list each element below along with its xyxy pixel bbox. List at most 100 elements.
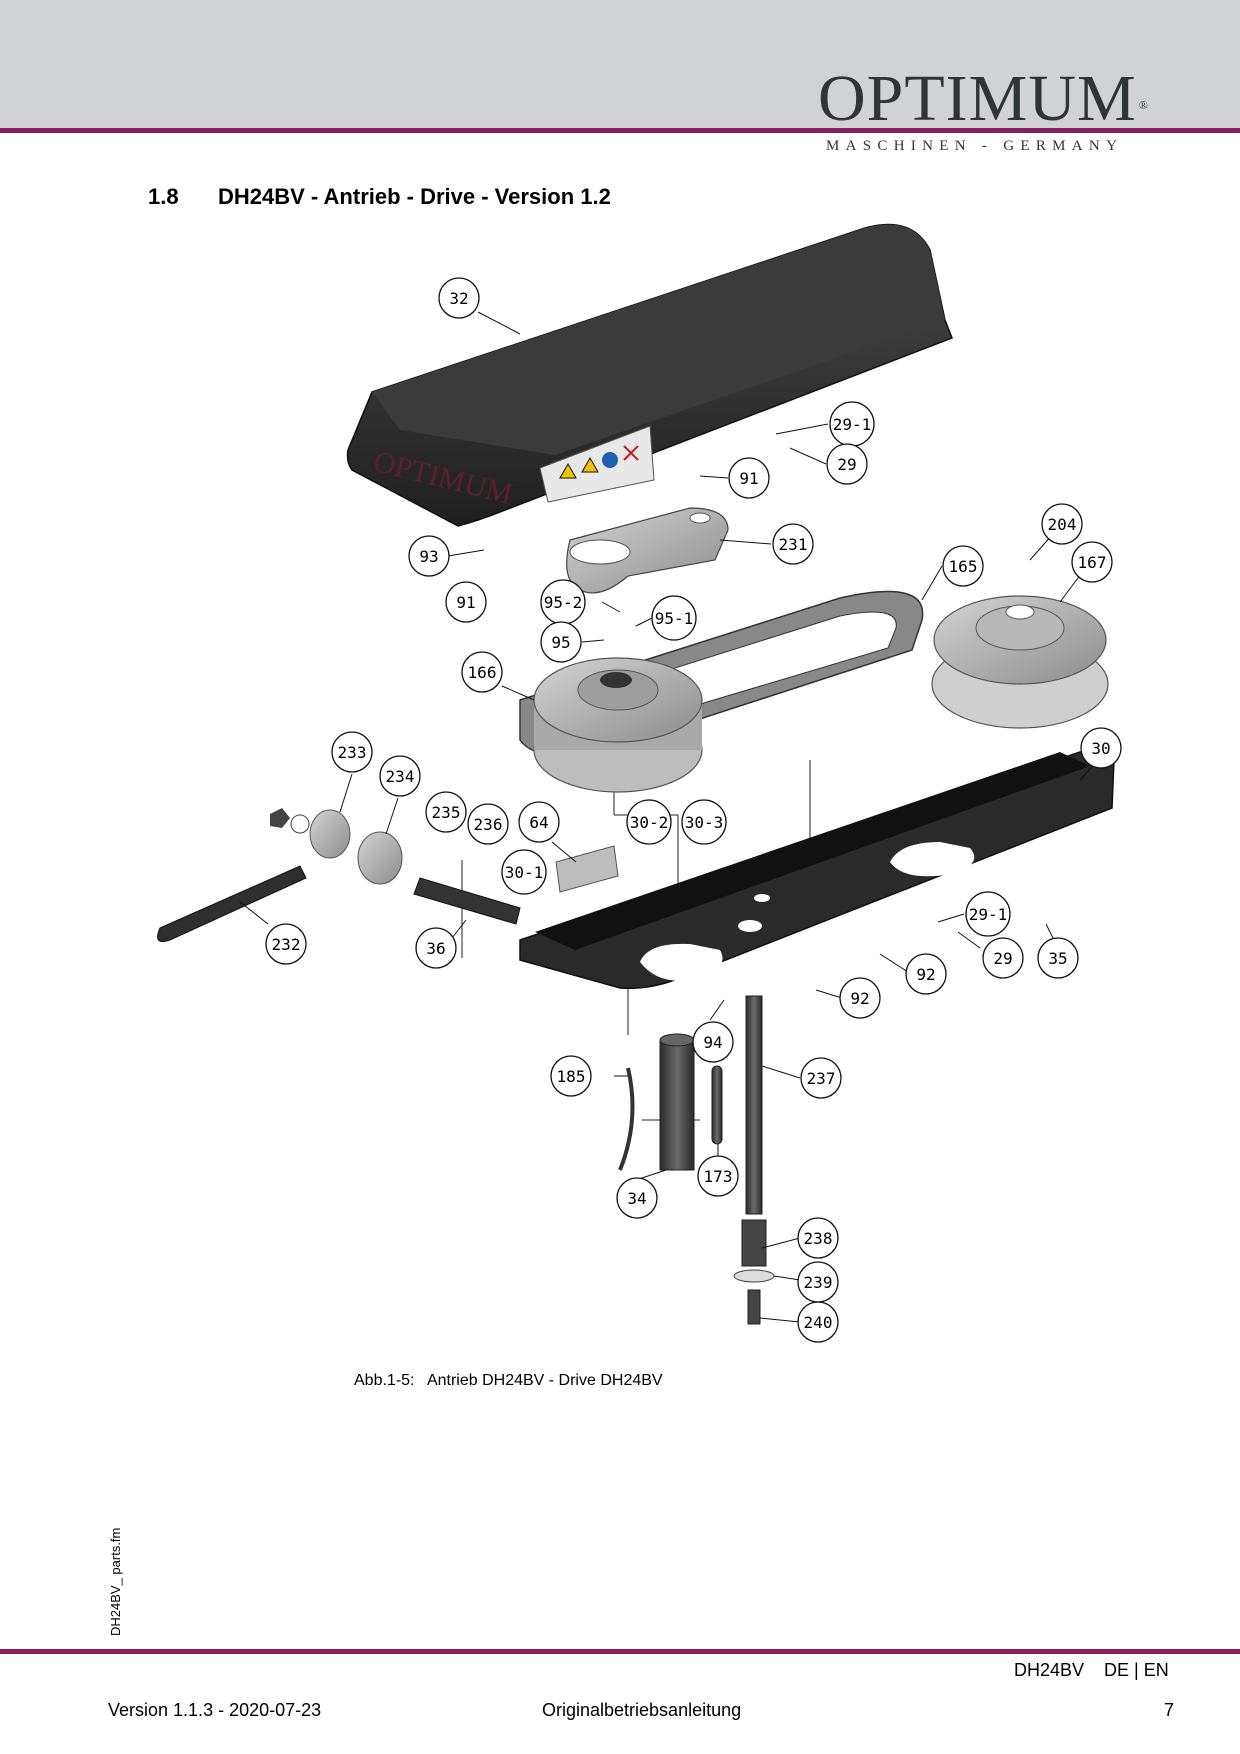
callout-label: 233 — [338, 743, 367, 762]
callout-234: 234 — [379, 755, 421, 797]
callout-label: 94 — [703, 1033, 722, 1052]
callout-29-1: 29-1 — [965, 891, 1011, 937]
callout-30-2: 30-2 — [626, 799, 672, 845]
callout-91: 91 — [445, 581, 487, 623]
callout-label: 234 — [386, 767, 415, 786]
brand-logo: OPTIMUM® — [818, 66, 1178, 132]
callout-label: 91 — [456, 593, 475, 612]
callout-29: 29 — [982, 937, 1024, 979]
callout-label: 185 — [557, 1067, 586, 1086]
callout-231: 231 — [772, 523, 814, 565]
callout-204: 204 — [1041, 503, 1083, 545]
callout-label: 29-1 — [833, 415, 872, 434]
spindle-sleeve — [618, 1033, 723, 1171]
callout-label: 232 — [272, 935, 301, 954]
motor-pulley — [931, 595, 1109, 729]
callout-95-2: 95-2 — [540, 579, 586, 625]
callout-32: 32 — [438, 277, 480, 319]
callout-label: 95-1 — [655, 609, 694, 628]
brand-tagline: MASCHINEN - GERMANY — [826, 138, 1124, 154]
callout-label: 231 — [779, 535, 808, 554]
callout-label: 35 — [1048, 949, 1067, 968]
speed-adjust-lever — [157, 808, 521, 942]
callout-240: 240 — [797, 1301, 839, 1343]
callout-label: 29-1 — [969, 905, 1008, 924]
callout-93: 93 — [408, 535, 450, 577]
callout-label: 235 — [432, 803, 461, 822]
callout-label: 36 — [426, 939, 445, 958]
callout-label: 240 — [804, 1313, 833, 1332]
spindle-pulley — [533, 657, 703, 793]
callout-30-1: 30-1 — [501, 849, 547, 895]
callout-239: 239 — [797, 1261, 839, 1303]
callout-label: 34 — [627, 1189, 646, 1208]
callout-label: 29 — [993, 949, 1012, 968]
callout-label: 30-1 — [505, 863, 544, 882]
callout-235: 235 — [425, 791, 467, 833]
callout-label: 64 — [529, 813, 548, 832]
callout-label: 30-3 — [685, 813, 724, 832]
page-number: 7 — [1164, 1700, 1175, 1720]
callout-236: 236 — [467, 803, 509, 845]
footer-version: Version 1.1.3 - 2020-07-23 — [108, 1700, 322, 1720]
registered-mark: ® — [1138, 98, 1149, 112]
callout-30: 30 — [1080, 727, 1122, 769]
brand-name: OPTIMUM — [818, 62, 1137, 135]
callout-237: 237 — [800, 1057, 842, 1099]
callout-label: 95 — [551, 633, 570, 652]
callout-165: 165 — [942, 545, 984, 587]
callout-label: 30 — [1091, 739, 1110, 758]
motor-bracket — [566, 507, 729, 594]
belt-cover: OPTIMUM — [346, 223, 953, 527]
callout-95: 95 — [540, 621, 582, 663]
callout-95-1: 95-1 — [651, 595, 697, 641]
callout-233: 233 — [331, 731, 373, 773]
section-title: DH24BV - Antrieb - Drive - Version 1.2 — [218, 184, 611, 209]
callout-92: 92 — [839, 977, 881, 1019]
figure-caption: Abb.1-5: Antrieb DH24BV - Drive DH24BV — [354, 1372, 663, 1390]
callout-94: 94 — [692, 1021, 734, 1063]
callout-34: 34 — [616, 1177, 658, 1219]
callout-label: 237 — [807, 1069, 836, 1088]
callout-label: 92 — [850, 989, 869, 1008]
callout-232: 232 — [265, 923, 307, 965]
callout-label: 167 — [1078, 553, 1107, 572]
callout-label: 238 — [804, 1229, 833, 1248]
callout-92: 92 — [905, 953, 947, 995]
callout-label: 32 — [449, 289, 468, 308]
callout-173: 173 — [697, 1155, 739, 1197]
callout-label: 173 — [704, 1167, 733, 1186]
footer-model-name: DH24BV — [1014, 1660, 1085, 1680]
footer-rule — [0, 1649, 1240, 1654]
footer-model: DH24BV DE | EN — [1014, 1660, 1169, 1681]
callout-label: 91 — [739, 469, 758, 488]
footer-document-type: Originalbetriebsanleitung — [542, 1700, 742, 1720]
callout-35: 35 — [1037, 937, 1079, 979]
callout-label: 236 — [474, 815, 503, 834]
source-file-name: DH24BV_ parts.fm — [108, 1527, 123, 1636]
callout-30-3: 30-3 — [681, 799, 727, 845]
callout-label: 30-2 — [630, 813, 669, 832]
belt-housing-base — [519, 750, 1115, 990]
callout-label: 95-2 — [544, 593, 583, 612]
callout-185: 185 — [550, 1055, 592, 1097]
hinge-plate — [555, 845, 619, 893]
callout-label: 92 — [916, 965, 935, 984]
callout-label: 239 — [804, 1273, 833, 1292]
header-band — [0, 0, 1240, 128]
callout-29: 29 — [826, 443, 868, 485]
section-number: 1.8 — [148, 184, 179, 209]
exploded-parts-diagram: OPTIMUM — [157, 223, 1122, 1343]
callout-167: 167 — [1071, 541, 1113, 583]
caption-label: Abb.1-5: — [354, 1372, 415, 1389]
callout-label: 165 — [949, 557, 978, 576]
callout-label: 93 — [419, 547, 438, 566]
callout-29-1: 29-1 — [829, 401, 875, 447]
footer-languages: DE | EN — [1104, 1660, 1169, 1680]
depth-stop-rod — [733, 995, 775, 1325]
callout-64: 64 — [518, 801, 560, 843]
callout-238: 238 — [797, 1217, 839, 1259]
caption-text: Antrieb DH24BV - Drive DH24BV — [426, 1372, 663, 1389]
callout-label: 29 — [837, 455, 856, 474]
